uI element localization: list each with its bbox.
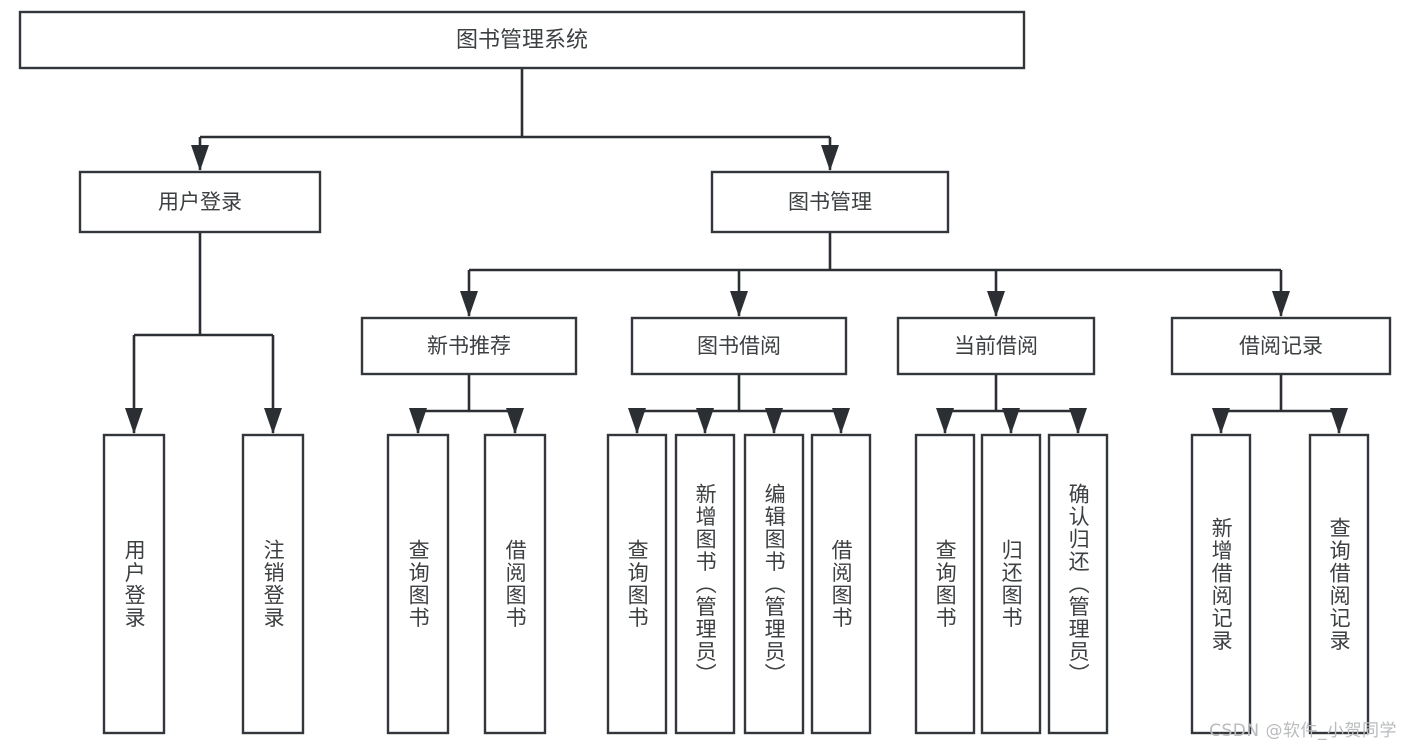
leaf-leaf-return-book[interactable] — [980, 433, 1042, 735]
leaf-leaf-edit-book[interactable] — [743, 433, 805, 735]
arrow-head-icon — [765, 408, 783, 434]
watermark-text: CSDN @软件_小贺同学 — [1209, 721, 1397, 741]
arrow-head-icon — [1069, 408, 1087, 434]
node-book-borrow[interactable]: 图书借阅 — [630, 316, 848, 376]
node-label: 新书推荐 — [427, 334, 511, 358]
node-label: 图书管理 — [788, 190, 872, 214]
node-current-borrow[interactable]: 当前借阅 — [896, 316, 1096, 376]
arrow-head-icon — [628, 408, 646, 434]
node-label: 图书借阅 — [697, 334, 781, 358]
arrow-head-icon — [832, 408, 850, 434]
node-label: 借阅记录 — [1239, 334, 1323, 358]
node-book-manage[interactable]: 图书管理 — [710, 170, 950, 234]
arrow-head-icon — [1272, 291, 1290, 317]
leaf-leaf-confirm-return[interactable] — [1047, 433, 1109, 735]
leaf-leaf-query-book-1[interactable] — [386, 433, 450, 735]
node-root-system[interactable]: 图书管理系统 — [18, 10, 1026, 70]
leaf-leaf-query-book-3[interactable] — [914, 433, 976, 735]
node-user-login[interactable]: 用户登录 — [78, 170, 322, 234]
arrow-head-icon — [506, 408, 524, 434]
arrow-head-icon — [987, 291, 1005, 317]
leaf-leaf-borrow-book-2[interactable] — [810, 433, 872, 735]
leaf-leaf-borrow-book-1[interactable] — [483, 433, 547, 735]
leaf-leaf-query-record[interactable] — [1308, 433, 1370, 735]
arrow-head-icon — [1212, 408, 1230, 434]
arrow-head-icon — [1330, 408, 1348, 434]
node-label: 当前借阅 — [954, 334, 1038, 358]
arrow-head-icon — [409, 408, 427, 434]
arrow-head-icon — [264, 408, 282, 434]
arrow-head-icon — [696, 408, 714, 434]
arrow-head-icon — [125, 408, 143, 434]
node-label: 用户登录 — [158, 190, 242, 214]
arrow-head-icon — [821, 145, 839, 171]
connectors-layer — [125, 68, 1348, 434]
arrow-head-icon — [191, 145, 209, 171]
node-borrow-record[interactable]: 借阅记录 — [1170, 316, 1392, 376]
leaf-leaf-user-login[interactable] — [102, 433, 166, 735]
arrow-head-icon — [1002, 408, 1020, 434]
leaf-leaf-logout[interactable] — [241, 433, 305, 735]
node-label: 图书管理系统 — [456, 28, 588, 53]
arrow-head-icon — [460, 291, 478, 317]
arrow-head-icon — [936, 408, 954, 434]
leaf-leaf-query-book-2[interactable] — [606, 433, 668, 735]
leaf-leaf-add-book[interactable] — [674, 433, 736, 735]
arrow-head-icon — [730, 291, 748, 317]
leaf-leaf-add-record[interactable] — [1190, 433, 1252, 735]
node-new-book-recommend[interactable]: 新书推荐 — [360, 316, 578, 376]
